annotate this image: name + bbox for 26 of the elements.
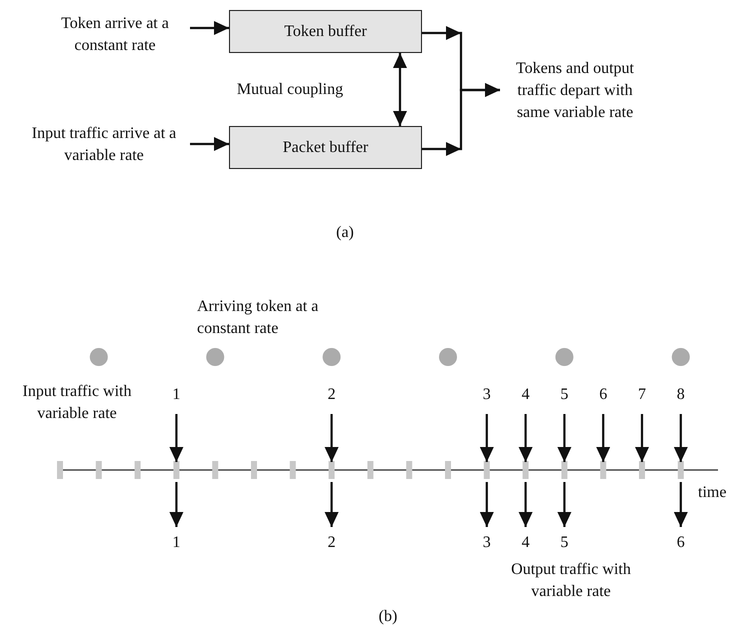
- axis-label: time: [698, 483, 728, 503]
- sequence-number: 4: [520, 533, 531, 553]
- sequence-number: 6: [676, 533, 686, 553]
- sequence-number: 2: [326, 533, 337, 553]
- panel-caption: (a): [335, 223, 355, 243]
- sequence-number: 6: [598, 385, 608, 405]
- panel-caption: (b): [378, 607, 398, 627]
- sequence-number: 7: [637, 385, 647, 405]
- sequence-number: 2: [326, 385, 337, 405]
- sequence-number: 4: [520, 385, 531, 405]
- sequence-number: 1: [171, 385, 182, 405]
- buffer-box: Packet buffer: [229, 126, 422, 169]
- sequence-number: 3: [482, 533, 492, 553]
- sequence-number: 8: [676, 385, 686, 405]
- sequence-number: 5: [559, 385, 570, 405]
- annotation: Arriving token at a constant rate: [197, 297, 320, 339]
- sequence-number: 1: [171, 533, 182, 553]
- annotation: Output traffic with variable rate: [510, 560, 632, 602]
- input-label: Token arrive at a constant rate: [40, 12, 190, 58]
- annotation: Input traffic with variable rate: [21, 382, 132, 424]
- input-label: Input traffic arrive at a variable rate: [18, 122, 190, 168]
- annotation: Mutual coupling: [236, 80, 344, 100]
- sequence-number: 5: [559, 533, 570, 553]
- output-label: Tokens and output traffic depart with same variable rate: [500, 57, 650, 125]
- sequence-number: 3: [482, 385, 492, 405]
- buffer-box: Token buffer: [229, 10, 422, 53]
